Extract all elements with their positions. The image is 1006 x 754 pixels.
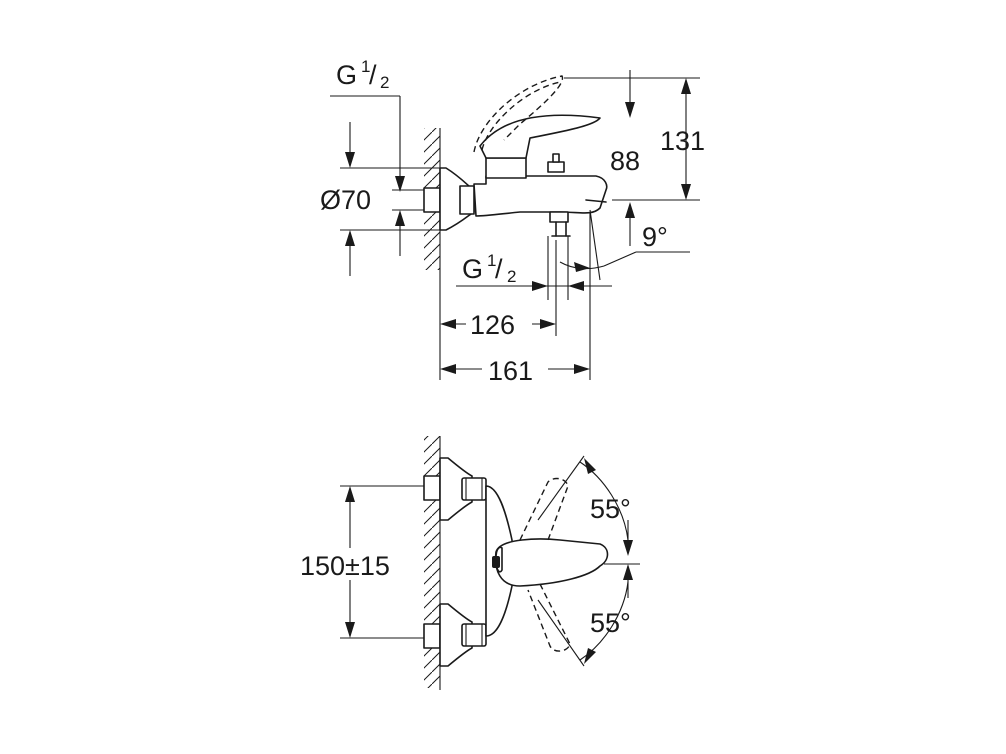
depth-outer-dimension: 161 (440, 212, 591, 386)
angle-lower-dimension: 55° (537, 563, 640, 667)
thread-bottom-sup: 1 (487, 251, 496, 270)
wall-top-view (424, 436, 441, 690)
thread-bottom-sub: 2 (507, 267, 516, 286)
depth-outer-label: 161 (488, 356, 533, 386)
thread-top-sub: 2 (380, 73, 389, 92)
thread-top-main: G (336, 60, 357, 90)
depth-inner-dimension: 126 (440, 240, 557, 340)
thread-top-slash: / (369, 60, 377, 90)
thread-dimension-bottom: G 1 / 2 (456, 236, 612, 300)
height-spout-dimension: 88 (610, 70, 640, 246)
angle-lower-label: 55° (590, 608, 631, 638)
angle-upper-label: 55° (590, 494, 631, 524)
angle-dimension: 9° (559, 209, 690, 281)
thread-dimension-top: G 1 / 2 (330, 57, 405, 192)
height-spout-label: 88 (610, 146, 640, 176)
thread-bottom-slash: / (495, 254, 503, 284)
diameter-label: Ø70 (320, 185, 371, 215)
angle-upper-dimension: 55° (537, 455, 633, 556)
mixer-body-side (423, 75, 608, 237)
mixer-body-top (423, 457, 609, 667)
wall-side-view (424, 128, 441, 380)
top-view: 150±15 55° 55° (296, 436, 640, 690)
angle-label: 9° (642, 222, 668, 252)
centres-label: 150±15 (300, 551, 390, 581)
thread-top-sup: 1 (361, 57, 370, 76)
side-view: G 1 / 2 Ø70 131 (320, 57, 705, 386)
depth-inner-label: 126 (470, 310, 515, 340)
height-total-dimension: 131 (564, 77, 705, 201)
thread-bottom-main: G (462, 254, 483, 284)
diameter-dimension: Ø70 (320, 122, 440, 276)
centres-dimension: 150±15 (296, 485, 424, 639)
height-total-label: 131 (660, 126, 705, 156)
